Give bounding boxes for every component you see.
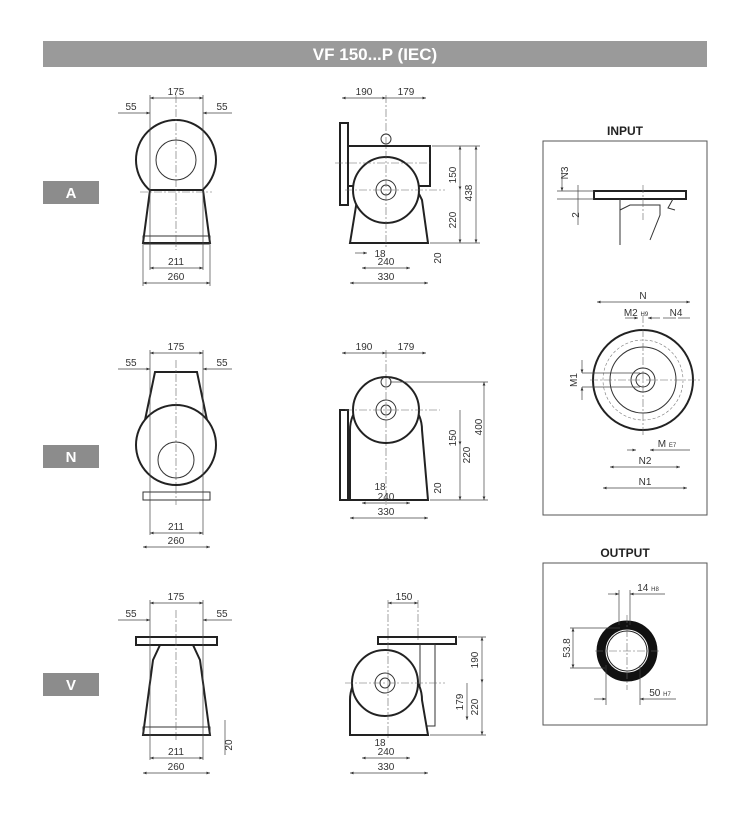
svg-text:N: N [66, 449, 77, 466]
svg-text:330: 330 [378, 507, 395, 518]
svg-text:438: 438 [464, 184, 475, 201]
svg-text:150: 150 [448, 166, 459, 183]
svg-text:M1: M1 [569, 373, 580, 387]
svg-text:55: 55 [125, 358, 137, 369]
input-title: INPUT [607, 124, 644, 138]
view-v-side: 150 190 179 220 18 240 330 [345, 592, 486, 775]
svg-text:175: 175 [168, 342, 185, 353]
header-bar: VF 150...P (IEC) [43, 41, 707, 67]
view-a-side: 190 179 150 220 438 20 18 240 330 [335, 87, 480, 285]
svg-text:N: N [639, 291, 646, 302]
svg-text:55: 55 [125, 609, 137, 620]
svg-text:50 H7: 50 H7 [649, 688, 671, 699]
output-title: OUTPUT [600, 546, 650, 560]
svg-text:2: 2 [571, 212, 582, 218]
svg-text:240: 240 [378, 492, 395, 503]
page-title: VF 150...P (IEC) [313, 45, 437, 64]
svg-text:20: 20 [433, 252, 444, 264]
svg-text:330: 330 [378, 272, 395, 283]
dim-right: 55 [216, 102, 228, 113]
svg-text:211: 211 [168, 747, 184, 758]
svg-text:400: 400 [474, 418, 485, 435]
svg-text:240: 240 [378, 747, 395, 758]
svg-text:240: 240 [378, 257, 395, 268]
svg-text:N2: N2 [639, 456, 652, 467]
row-label-a: A [43, 181, 99, 204]
svg-text:18: 18 [374, 482, 386, 493]
row-label-v: V [43, 673, 99, 696]
svg-text:211: 211 [168, 522, 184, 533]
svg-text:179: 179 [455, 693, 466, 710]
svg-text:220: 220 [448, 211, 459, 228]
svg-text:330: 330 [378, 762, 395, 773]
row-label-n: N [43, 445, 99, 468]
svg-text:N1: N1 [639, 477, 652, 488]
svg-text:14 H8: 14 H8 [637, 583, 659, 594]
output-panel: OUTPUT 14 H8 53.8 50 H7 [542, 546, 708, 726]
svg-text:18: 18 [374, 738, 386, 749]
view-n-front: 175 55 55 211 260 [118, 342, 232, 549]
svg-text:179: 179 [398, 87, 415, 98]
svg-text:A: A [66, 185, 77, 202]
dim-left: 55 [125, 102, 137, 113]
svg-text:M2 H9: M2 H9 [624, 308, 649, 319]
svg-text:M E7: M E7 [658, 439, 677, 450]
input-panel: INPUT N3 2 N M2 H9 N4 M1 M E7 N2 N1 [542, 124, 708, 516]
svg-text:55: 55 [216, 609, 228, 620]
svg-text:260: 260 [168, 762, 185, 773]
view-n-side: 190 179 150 220 400 20 18 240 330 [339, 342, 488, 520]
svg-text:N4: N4 [670, 308, 683, 319]
svg-text:220: 220 [470, 698, 481, 715]
dim-top: 175 [168, 87, 185, 98]
svg-text:53.8: 53.8 [562, 638, 573, 658]
dim-inner: 211 [168, 257, 184, 268]
svg-text:N3: N3 [560, 166, 571, 179]
svg-text:260: 260 [168, 536, 185, 547]
svg-text:175: 175 [168, 592, 185, 603]
svg-text:20: 20 [433, 482, 444, 494]
view-v-front: 175 55 55 20 211 260 [118, 592, 235, 775]
svg-text:179: 179 [398, 342, 415, 353]
svg-text:190: 190 [356, 342, 373, 353]
svg-text:190: 190 [470, 651, 481, 668]
svg-text:18: 18 [374, 249, 386, 260]
svg-text:150: 150 [448, 429, 459, 446]
dim-outer: 260 [168, 272, 185, 283]
svg-text:V: V [66, 677, 76, 694]
svg-text:220: 220 [462, 446, 473, 463]
svg-text:55: 55 [216, 358, 228, 369]
svg-text:150: 150 [396, 592, 413, 603]
svg-text:190: 190 [356, 87, 373, 98]
view-a-front: 175 55 55 211 260 [118, 87, 232, 286]
svg-text:20: 20 [224, 739, 235, 751]
